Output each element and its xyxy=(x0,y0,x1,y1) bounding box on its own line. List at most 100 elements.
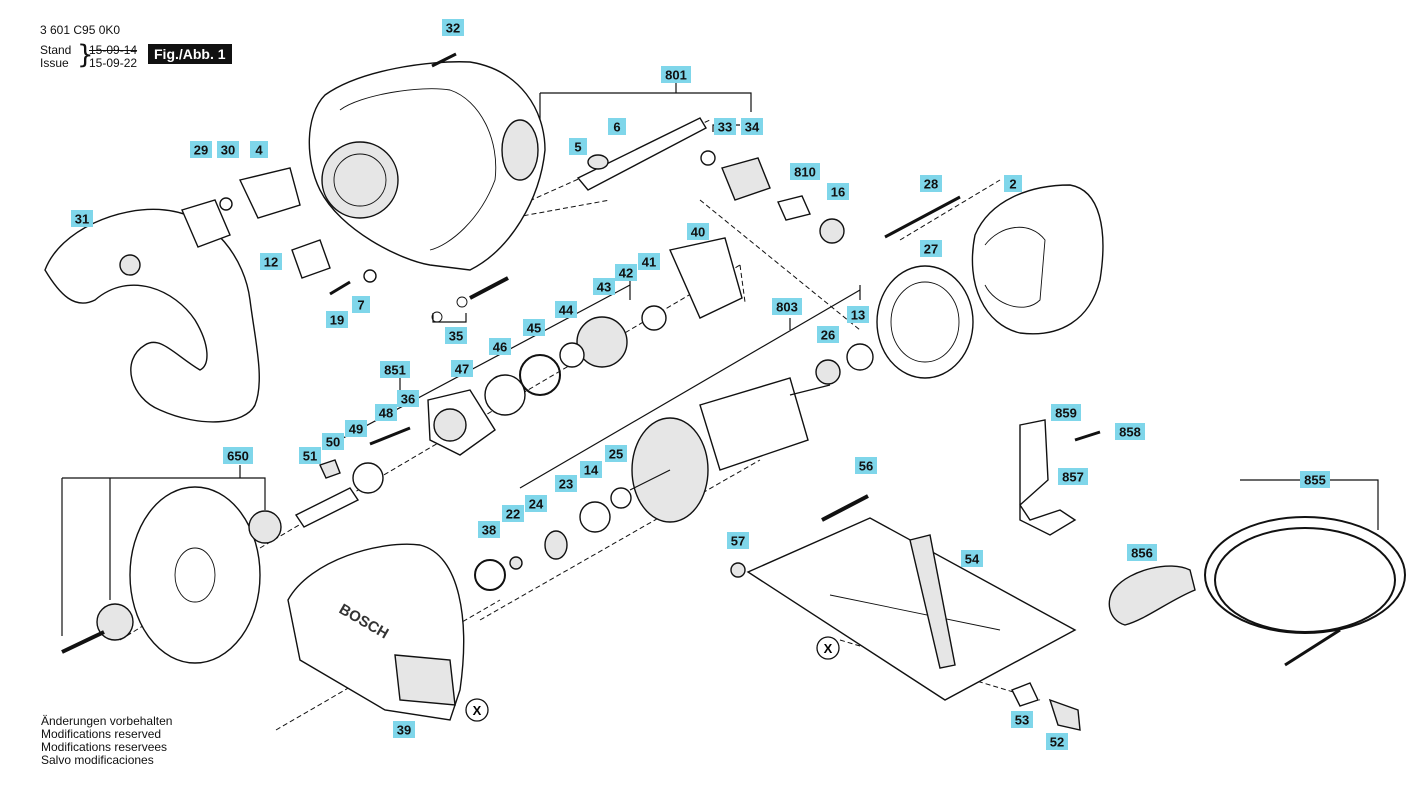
part-label-12: 12 xyxy=(260,253,282,270)
part-label-56: 56 xyxy=(855,457,877,474)
part-number-text: 859 xyxy=(1055,406,1077,421)
part-number-text: 14 xyxy=(584,463,599,478)
part-label-41: 41 xyxy=(638,253,660,270)
part-label-53: 53 xyxy=(1011,711,1033,728)
part-label-26: 26 xyxy=(817,326,839,343)
part-label-40: 40 xyxy=(687,223,709,240)
part-label-856: 856 xyxy=(1127,544,1157,561)
svg-text:X: X xyxy=(473,703,482,718)
part-number-text: 6 xyxy=(613,120,620,135)
part-label-52: 52 xyxy=(1046,733,1068,750)
part-number-text: 29 xyxy=(194,143,208,158)
part-number-text: 53 xyxy=(1015,713,1029,728)
part-label-859: 859 xyxy=(1051,404,1081,421)
part-label-50: 50 xyxy=(322,433,344,450)
part-label-42: 42 xyxy=(615,264,637,281)
part-label-5: 5 xyxy=(569,138,587,155)
part-label-25: 25 xyxy=(605,445,627,462)
part-number-text: 25 xyxy=(609,447,623,462)
date-brace: } xyxy=(77,40,94,70)
part-number-text: 5 xyxy=(574,140,581,155)
part-number-text: 49 xyxy=(349,422,363,437)
footer-line-en: Modifications reserved xyxy=(41,727,162,741)
part-number-text: 857 xyxy=(1062,470,1084,485)
part-number-text: 803 xyxy=(776,300,798,315)
footer-line-es: Salvo modificaciones xyxy=(41,753,154,767)
part-label-810: 810 xyxy=(790,163,820,180)
part-label-39: 39 xyxy=(393,721,415,738)
part-number-text: 31 xyxy=(75,212,89,227)
part-number-text: 855 xyxy=(1304,473,1326,488)
part-number-text: 45 xyxy=(527,321,541,336)
part-number-text: 33 xyxy=(718,120,732,135)
part-label-29: 29 xyxy=(190,141,212,158)
part-number-text: 24 xyxy=(529,497,544,512)
footer-line-de: Änderungen vorbehalten xyxy=(41,714,173,728)
part-label-22: 22 xyxy=(502,505,524,522)
part-number-text: 42 xyxy=(619,266,633,281)
issue-date: 15-09-22 xyxy=(89,56,138,70)
part-number-text: 52 xyxy=(1050,735,1064,750)
part-number-text: 22 xyxy=(506,507,520,522)
part-label-4: 4 xyxy=(250,141,268,158)
part-number-text: 50 xyxy=(326,435,340,450)
footer-line-fr: Modifications reservees xyxy=(41,740,168,754)
part-number-text: 40 xyxy=(691,225,705,240)
part-number-text: 27 xyxy=(924,242,938,257)
part-number-text: 650 xyxy=(227,449,249,464)
part-label-2: 2 xyxy=(1004,175,1022,192)
part-number-text: 7 xyxy=(357,298,364,313)
part-number-text: 47 xyxy=(455,362,469,377)
part-label-13: 13 xyxy=(847,306,869,323)
part-label-30: 30 xyxy=(217,141,239,158)
part-number-text: 46 xyxy=(493,340,507,355)
reference-marker-x-guard: X xyxy=(465,698,489,722)
part-label-6: 6 xyxy=(608,118,626,135)
stand-label: Stand xyxy=(40,43,72,57)
part-number-text: 23 xyxy=(559,477,573,492)
part-number-text: 858 xyxy=(1119,425,1141,440)
part-number-text: 56 xyxy=(859,459,873,474)
leader-lines xyxy=(61,83,1379,636)
part-number-text: 34 xyxy=(745,120,760,135)
document-number: 3 601 C95 0K0 xyxy=(40,23,121,37)
part-number-text: 16 xyxy=(831,185,845,200)
part-number-text: 856 xyxy=(1131,546,1153,561)
part-label-49: 49 xyxy=(345,420,367,437)
part-label-28: 28 xyxy=(920,175,942,192)
part-number-text: 43 xyxy=(597,280,611,295)
part-number-text: 30 xyxy=(221,143,235,158)
part-label-14: 14 xyxy=(580,461,602,478)
part-label-57: 57 xyxy=(727,532,749,549)
part-label-24: 24 xyxy=(525,495,547,512)
part-label-48: 48 xyxy=(375,404,397,421)
part-number-text: 801 xyxy=(665,68,687,83)
part-label-27: 27 xyxy=(920,240,942,257)
part-label-650: 650 xyxy=(223,447,253,464)
part-label-7: 7 xyxy=(352,296,370,313)
part-label-16: 16 xyxy=(827,183,849,200)
part-number-text: 57 xyxy=(731,534,745,549)
part-label-47: 47 xyxy=(451,360,473,377)
part-label-801: 801 xyxy=(661,66,691,83)
reference-marker-x-base: X xyxy=(816,636,840,660)
part-number-text: 35 xyxy=(449,329,463,344)
part-number-text: 851 xyxy=(384,363,406,378)
part-label-44: 44 xyxy=(555,301,577,318)
stand-date: 15-09-14 xyxy=(89,43,138,57)
part-number-text: 28 xyxy=(924,177,938,192)
part-number-text: 810 xyxy=(794,165,816,180)
part-label-43: 43 xyxy=(593,278,615,295)
part-number-text: 54 xyxy=(965,552,980,567)
part-label-36: 36 xyxy=(397,390,419,407)
part-label-38: 38 xyxy=(478,521,500,538)
part-number-text: 38 xyxy=(482,523,496,538)
part-label-51: 51 xyxy=(299,447,321,464)
part-number-text: 41 xyxy=(642,255,656,270)
part-label-46: 46 xyxy=(489,338,511,355)
part-label-35: 35 xyxy=(445,327,467,344)
svg-text:X: X xyxy=(824,641,833,656)
